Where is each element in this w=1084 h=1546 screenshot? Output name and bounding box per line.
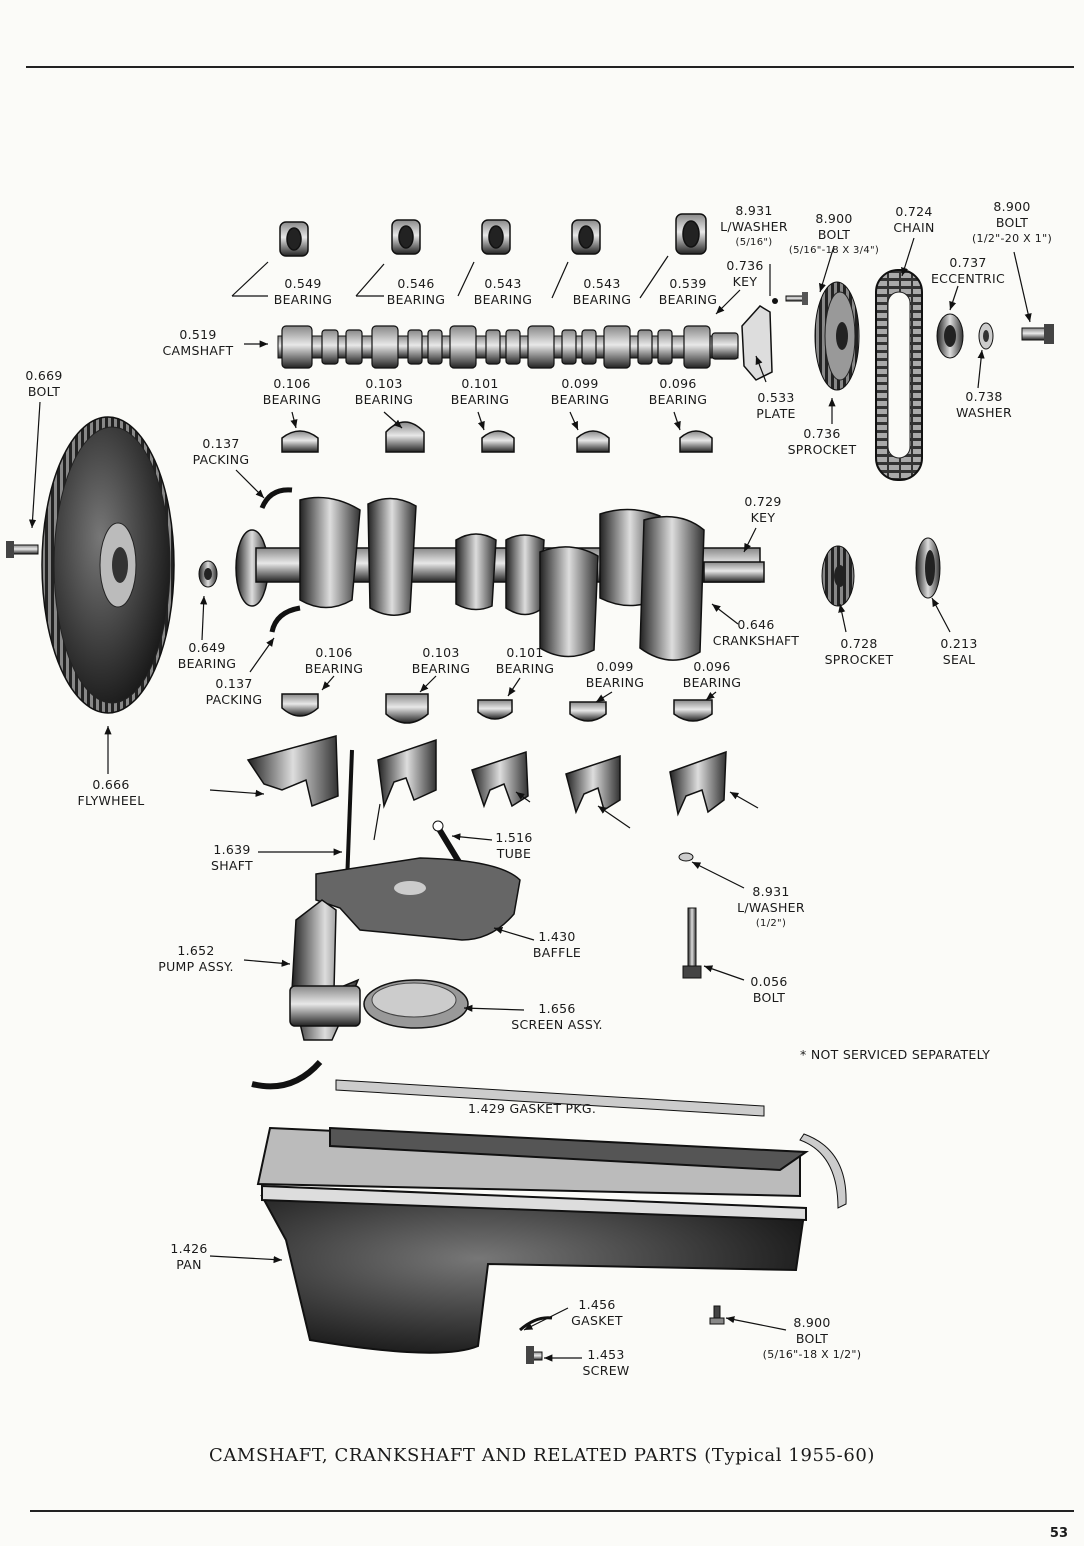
pan-bolt-art xyxy=(709,1305,725,1325)
end-bolt-art xyxy=(1021,324,1054,344)
small-bolt-art xyxy=(785,292,808,305)
page-number: 53 xyxy=(1049,1526,1068,1541)
top-rule xyxy=(26,66,1074,68)
label-gasket-pkg: 1.429 GASKET PKG. xyxy=(468,1101,597,1116)
screen-art xyxy=(363,979,469,1029)
plate-art xyxy=(741,305,773,381)
bottom-rule xyxy=(30,1510,1074,1512)
washer-art xyxy=(978,322,994,350)
oil-pan-art xyxy=(256,1126,809,1354)
baffle-art xyxy=(315,857,521,941)
upper-main-bearings-art xyxy=(281,421,713,453)
screw-art xyxy=(526,1346,543,1364)
camshaft-art xyxy=(277,325,739,369)
flywheel-bolt-art xyxy=(6,541,39,558)
figure-caption: CAMSHAFT, CRANKSHAFT AND RELATED PARTS (… xyxy=(208,1445,876,1466)
timing-chain-art xyxy=(875,269,923,481)
flywheel-art xyxy=(41,416,175,714)
bearing-caps-art xyxy=(246,735,727,817)
lower-main-bearings-art xyxy=(281,693,713,724)
eccentric-art xyxy=(936,313,964,359)
cam-bushings xyxy=(279,213,707,257)
oil-pump-art xyxy=(289,899,361,1041)
crankshaft-art xyxy=(235,496,765,661)
not-serviced-note: * NOT SERVICED SEPARATELY xyxy=(800,1047,991,1062)
cam-sprocket-art xyxy=(814,281,860,391)
gasket-strip-art xyxy=(335,1079,765,1117)
seal-art xyxy=(915,537,941,599)
crank-sprocket-art xyxy=(821,545,855,607)
pilot-bearing-art xyxy=(198,560,218,588)
main-bolt-art xyxy=(682,907,702,979)
